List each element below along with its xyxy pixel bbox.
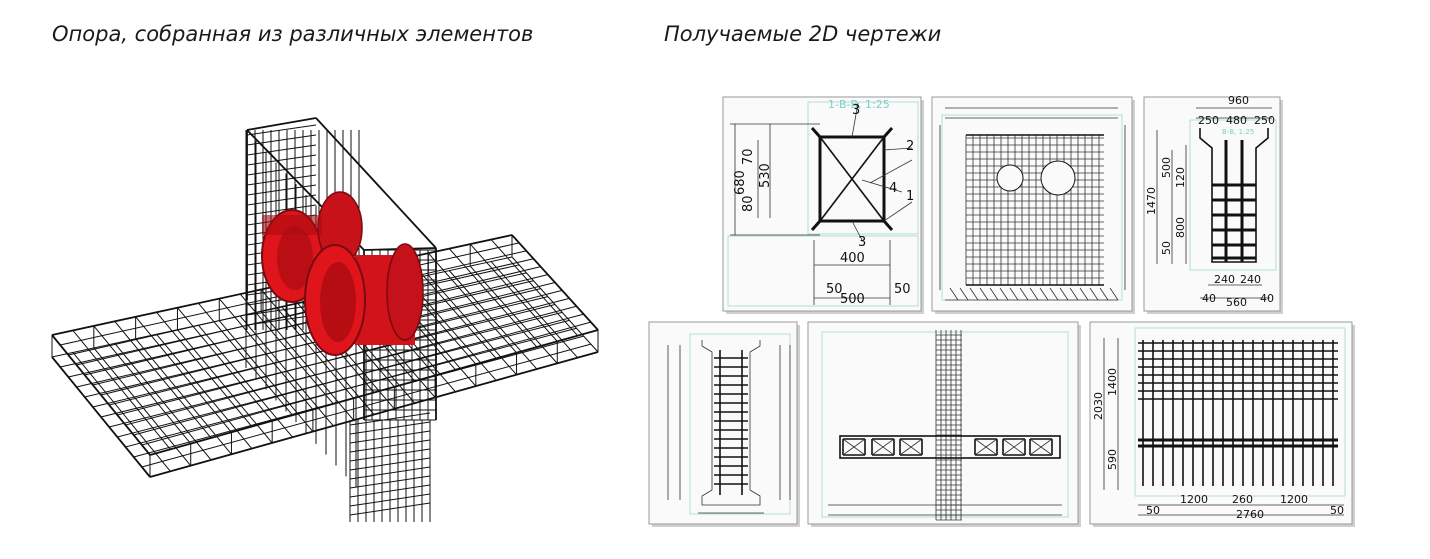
dim-2760: 2760: [1236, 508, 1264, 521]
drawing-sheet-6: 2030 1400 590 1200 260 1200 50 2760 50: [1089, 321, 1355, 527]
slab-rebar-grid: [1138, 340, 1338, 486]
dim-560: 560: [1226, 296, 1247, 309]
drawing-sheet-5: [807, 321, 1081, 527]
left-title: Опора, собранная из различных элементов: [52, 22, 534, 46]
dim-1200b: 1200: [1280, 493, 1308, 506]
dim-50-left: 50: [826, 282, 843, 297]
dim-680: 680: [733, 170, 748, 195]
dim-70: 70: [741, 148, 756, 165]
beam-x-boxes: [842, 438, 1053, 456]
dim-500: 500: [840, 292, 865, 307]
red-pipe-sleeves: [261, 191, 424, 356]
vertical-column-grid: [935, 330, 962, 521]
dim-530: 530: [758, 163, 773, 188]
dim-250a: 250: [1198, 114, 1219, 127]
drawing-sheet-4: [648, 321, 800, 527]
drawing-sheet-1: 1-В-В, 1:25 3 2 1 4 3 680 70 530 80 400 …: [722, 96, 924, 314]
dim-80: 80: [741, 195, 756, 212]
dim-2030: 2030: [1092, 392, 1105, 420]
wall-rebar-grid: [939, 107, 1126, 301]
dim-400: 400: [840, 251, 865, 266]
dim-50b: 50: [1330, 504, 1344, 517]
section-bb: В-В, 1:25: [1222, 128, 1254, 136]
column-stirrups: [1212, 183, 1256, 260]
drawing-sheet-3: 960 250 480 250 В-В, 1:25 1470 500 120 8…: [1143, 94, 1283, 314]
dim-800: 800: [1174, 217, 1187, 238]
dim-250b: 250: [1254, 114, 1275, 127]
dim-40a: 40: [1202, 292, 1216, 305]
dim-480: 480: [1226, 114, 1247, 127]
dim-240a: 240: [1214, 273, 1235, 286]
dim-50-right: 50: [894, 282, 911, 297]
dim-1200a: 1200: [1180, 493, 1208, 506]
tall-column-stirrups: [714, 350, 748, 495]
dim-960: 960: [1228, 94, 1249, 107]
dim-240b: 240: [1240, 273, 1261, 286]
dim-260: 260: [1232, 493, 1253, 506]
dim-50: 50: [1160, 241, 1173, 255]
right-title: Получаемые 2D чертежи: [664, 22, 942, 46]
dim-40b: 40: [1260, 292, 1274, 305]
pos-3b: 3: [858, 235, 866, 250]
pos-4: 4: [889, 181, 897, 196]
dim-500: 500: [1160, 157, 1173, 178]
pos-2: 2: [906, 139, 914, 154]
pos-1: 1: [906, 189, 914, 204]
dim-1400: 1400: [1106, 368, 1119, 396]
dim-590: 590: [1106, 449, 1119, 470]
dim-50a: 50: [1146, 504, 1160, 517]
dim-1470: 1470: [1145, 187, 1158, 215]
pos-3: 3: [852, 103, 860, 118]
dim-120: 120: [1174, 167, 1187, 188]
section-label: 1-В-В, 1:25: [828, 98, 890, 111]
isometric-rebar-cage: [51, 117, 599, 522]
drawing-sheet-2: [931, 96, 1135, 314]
